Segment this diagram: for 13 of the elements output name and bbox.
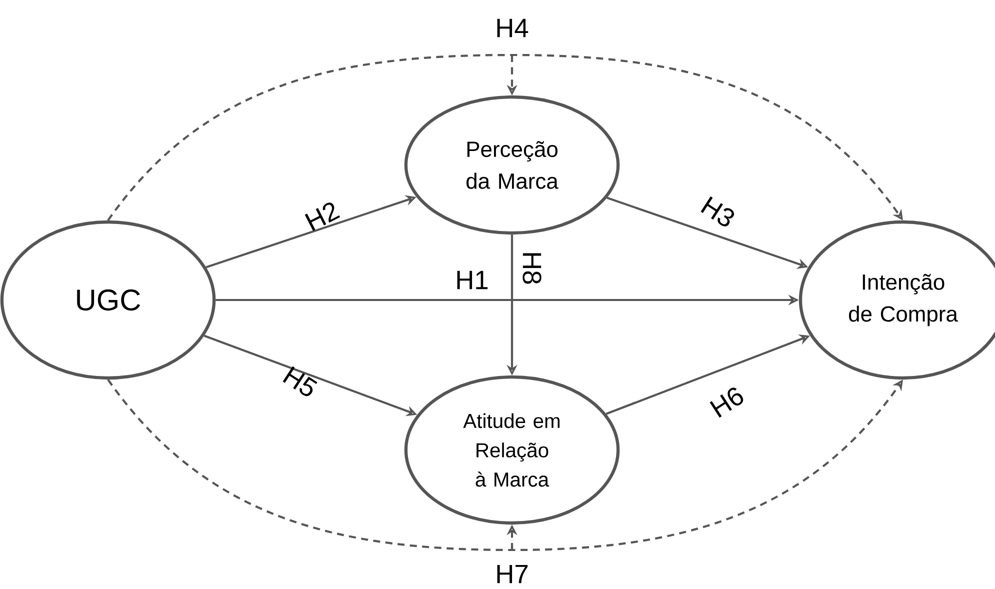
edge-label: H8 [522,253,542,284]
ellipse-node: Perceção da Marca [404,95,620,235]
edge-label: H7 [497,564,528,584]
edge-label: H6 [710,388,744,418]
edge-label: H5 [282,366,318,396]
ellipse-node: UGC [0,220,216,380]
edge-label: H4 [497,18,528,38]
edge-label: H3 [700,196,734,226]
arrow [107,378,903,552]
arrow [107,54,903,222]
edge-label: H1 [457,270,488,290]
ellipse-node: Atitude em Relação à Marca [404,375,620,525]
edge-label: H2 [304,202,340,231]
